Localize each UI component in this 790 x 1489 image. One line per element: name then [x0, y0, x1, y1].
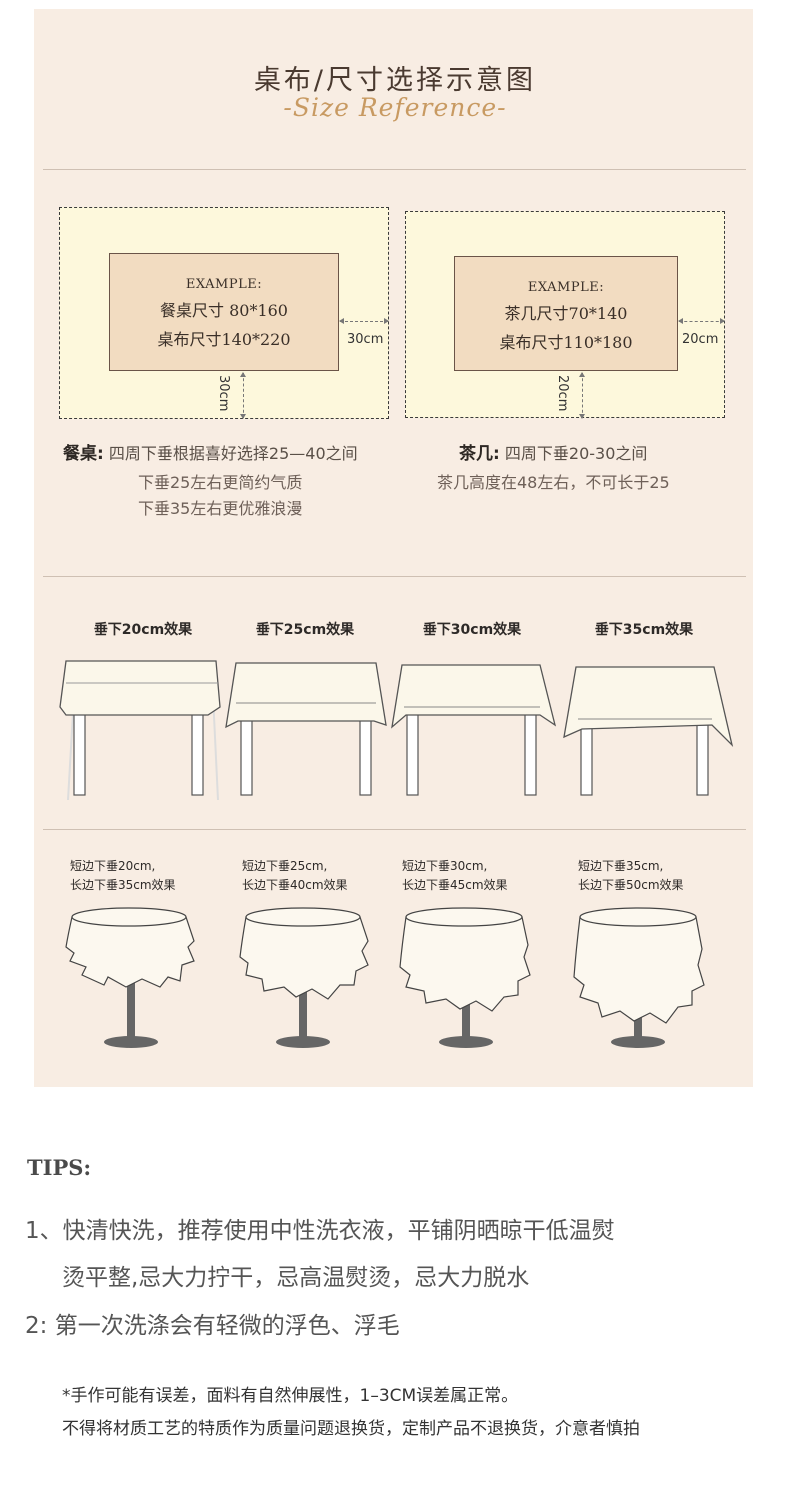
coffee-table-size: 茶几尺寸70*140	[504, 304, 628, 323]
round-table-drop-25-illustration	[239, 907, 369, 1048]
rect-effect-label-2: 垂下25cm效果	[255, 622, 355, 638]
divider	[43, 169, 746, 170]
dining-table-size: 餐桌尺寸 80*160	[160, 301, 288, 320]
round-table-drop-20-illustration	[65, 907, 195, 1048]
round-effect-line-1: 短边下垂25cm,	[242, 859, 328, 873]
page-title: 桌布/尺寸选择示意图	[253, 65, 537, 96]
round-effect-line-2: 长边下垂50cm效果	[578, 878, 684, 892]
side-drop-arrow	[339, 318, 389, 324]
dining-desc-line: 餐桌: 四周下垂根据喜好选择25—40之间	[63, 439, 358, 464]
rect-effect-label-3: 垂下30cm效果	[422, 622, 522, 638]
coffee-desc: 四周下垂20-30之间	[504, 444, 648, 463]
dining-side-drop: 30cm	[347, 332, 384, 347]
round-effect-line-1: 短边下垂35cm,	[578, 859, 664, 873]
divider	[43, 829, 746, 830]
rect-effect-label-1: 垂下20cm效果	[93, 622, 193, 638]
rect-table-drop-25-illustration	[225, 662, 387, 796]
example-label: EXAMPLE:	[185, 277, 263, 292]
coffee-side-drop: 20cm	[682, 332, 719, 347]
round-effect-line-2: 长边下垂40cm效果	[242, 878, 348, 892]
tip-1-line-1: 1、快清快洗，推荐使用中性洗衣液，平铺阴晒晾干低温熨	[25, 1218, 615, 1244]
coffee-heading: 茶几:	[459, 444, 500, 464]
disclaimer-1: *手作可能有误差，面料有自然伸展性，1–3CM误差属正常。	[62, 1386, 519, 1406]
disclaimer-2: 不得将材质工艺的特质作为质量问题退换货，定制产品不退换货，介意者慎拍	[62, 1419, 640, 1439]
round-table-drop-35-illustration	[573, 907, 705, 1048]
dining-cloth-size: 桌布尺寸140*220	[157, 330, 291, 349]
dining-note-2: 下垂35左右更优雅浪漫	[138, 499, 303, 518]
coffee-table-rect: EXAMPLE: 茶几尺寸70*140 桌布尺寸110*180	[454, 256, 678, 371]
dining-table-rect: EXAMPLE: 餐桌尺寸 80*160 桌布尺寸140*220	[109, 253, 339, 371]
dining-bottom-drop: 30cm	[216, 375, 231, 412]
round-effect-line-2: 长边下垂45cm效果	[402, 878, 508, 892]
page-subtitle: -Size Reference-	[283, 93, 507, 122]
coffee-note-1: 茶几高度在48左右，不可长于25	[437, 473, 670, 492]
round-effect-line-2: 长边下垂35cm效果	[70, 878, 176, 892]
coffee-desc-line: 茶几: 四周下垂20-30之间	[459, 439, 647, 464]
tips-heading: TIPS:	[27, 1155, 92, 1180]
round-effect-label-4: 短边下垂35cm, 长边下垂50cm效果	[578, 857, 684, 895]
rect-table-drop-20-illustration	[59, 660, 221, 800]
round-effect-label-3: 短边下垂30cm, 长边下垂45cm效果	[402, 857, 508, 895]
round-table-drop-30-illustration	[399, 907, 531, 1048]
rect-table-drop-35-illustration	[563, 666, 734, 796]
coffee-bottom-drop: 20cm	[555, 375, 570, 412]
dining-note-1: 下垂25左右更简约气质	[138, 473, 303, 492]
round-effect-label-2: 短边下垂25cm, 长边下垂40cm效果	[242, 857, 348, 895]
bottom-drop-arrow	[240, 372, 246, 419]
coffee-cloth-size: 桌布尺寸110*180	[499, 333, 633, 352]
rect-effect-label-4: 垂下35cm效果	[594, 622, 694, 638]
example-label: EXAMPLE:	[527, 280, 605, 295]
divider	[43, 576, 746, 577]
size-reference-panel	[34, 9, 753, 1087]
round-effect-line-1: 短边下垂30cm,	[402, 859, 488, 873]
dining-heading: 餐桌:	[63, 444, 104, 464]
tip-2: 2: 第一次洗涤会有轻微的浮色、浮毛	[25, 1313, 400, 1339]
tip-1-line-2: 烫平整,忌大力拧干，忌高温熨烫，忌大力脱水	[62, 1265, 530, 1291]
rect-table-drop-30-illustration	[391, 664, 557, 796]
round-effect-line-1: 短边下垂20cm,	[70, 859, 156, 873]
dining-desc: 四周下垂根据喜好选择25—40之间	[108, 444, 358, 463]
side-drop-arrow	[678, 318, 725, 324]
bottom-drop-arrow	[579, 372, 585, 419]
round-effect-label-1: 短边下垂20cm, 长边下垂35cm效果	[70, 857, 176, 895]
